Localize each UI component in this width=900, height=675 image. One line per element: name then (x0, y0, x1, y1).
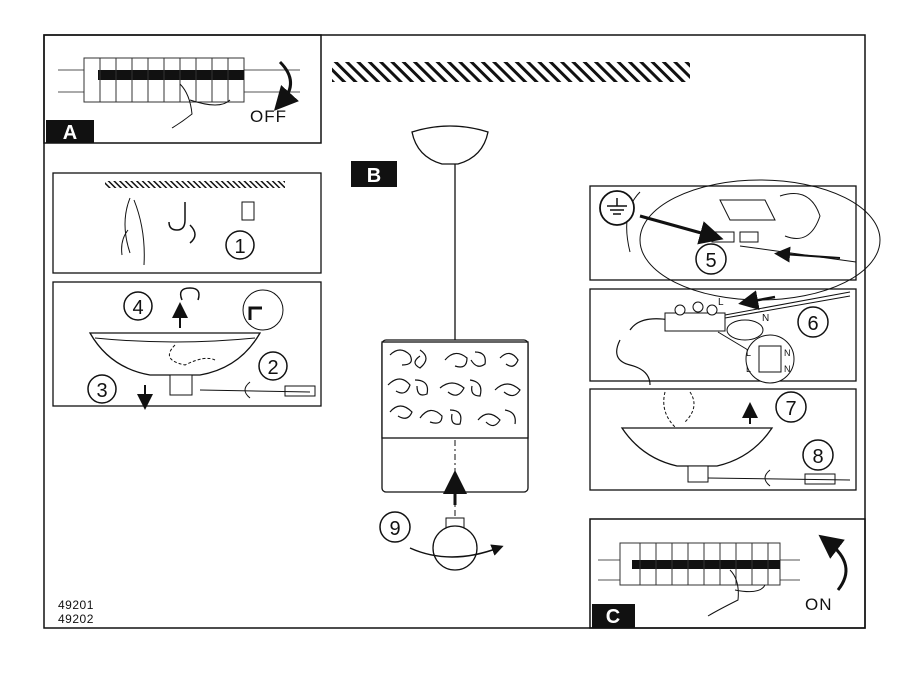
panel-label-c: C (606, 606, 620, 628)
hook-icon (168, 202, 196, 244)
neutral-label: N (784, 364, 791, 374)
step-number: 9 (389, 518, 400, 540)
anchor-plug-icon (241, 201, 255, 221)
step-number: 1 (234, 236, 245, 258)
outer-frame (43, 34, 866, 629)
panel-label-b: B (367, 165, 381, 187)
live-label: L (718, 297, 724, 308)
panel-step-1: 1 (52, 172, 322, 274)
rotate-arrow-icon (409, 544, 504, 558)
step-number: 5 (705, 250, 716, 272)
canopy-icon (88, 332, 262, 376)
breaker-box-icon (598, 542, 800, 617)
panel-c-switch-on: ON C (589, 518, 866, 629)
model-number: 49201 (58, 598, 94, 612)
breaker-box-icon (58, 57, 300, 129)
neutral-label: N (762, 313, 769, 324)
panel-steps-7-8: 7 8 (589, 388, 857, 491)
step-number: 7 (785, 398, 796, 420)
ceiling-hatch (332, 62, 690, 82)
panel-label-b-box (351, 161, 397, 187)
screwdriver-icon (244, 381, 316, 399)
live-label: L (746, 364, 751, 374)
panel-label-a-box (46, 120, 94, 143)
panel-label-c-box (592, 604, 635, 628)
light-bulb-icon (432, 525, 478, 571)
pendant-lamp: 9 (379, 125, 529, 571)
off-label: OFF (250, 107, 287, 126)
panel-step-5-earth: 5 (589, 179, 881, 301)
filigree-pattern (387, 349, 521, 427)
panel-label-a: A (63, 122, 77, 144)
live-label: L (746, 348, 751, 358)
step-number: 8 (812, 446, 823, 468)
step-number: 4 (132, 297, 143, 319)
model-number: 49202 (58, 612, 94, 626)
rotate-arrow-icon (273, 60, 299, 111)
rotate-arrow-icon (818, 534, 848, 591)
step-number: 6 (807, 313, 818, 335)
panel-step-6-wiring: L N L N L N 6 (589, 288, 857, 386)
earth-ground-icon (599, 190, 635, 226)
panel-a-switch-off: OFF A (43, 34, 322, 144)
panel-steps-2-3-4: 4 2 3 (52, 281, 322, 410)
neutral-label: N (784, 348, 791, 358)
step-number: 3 (96, 380, 107, 402)
on-label: ON (805, 595, 833, 614)
step-number: 2 (267, 357, 278, 379)
